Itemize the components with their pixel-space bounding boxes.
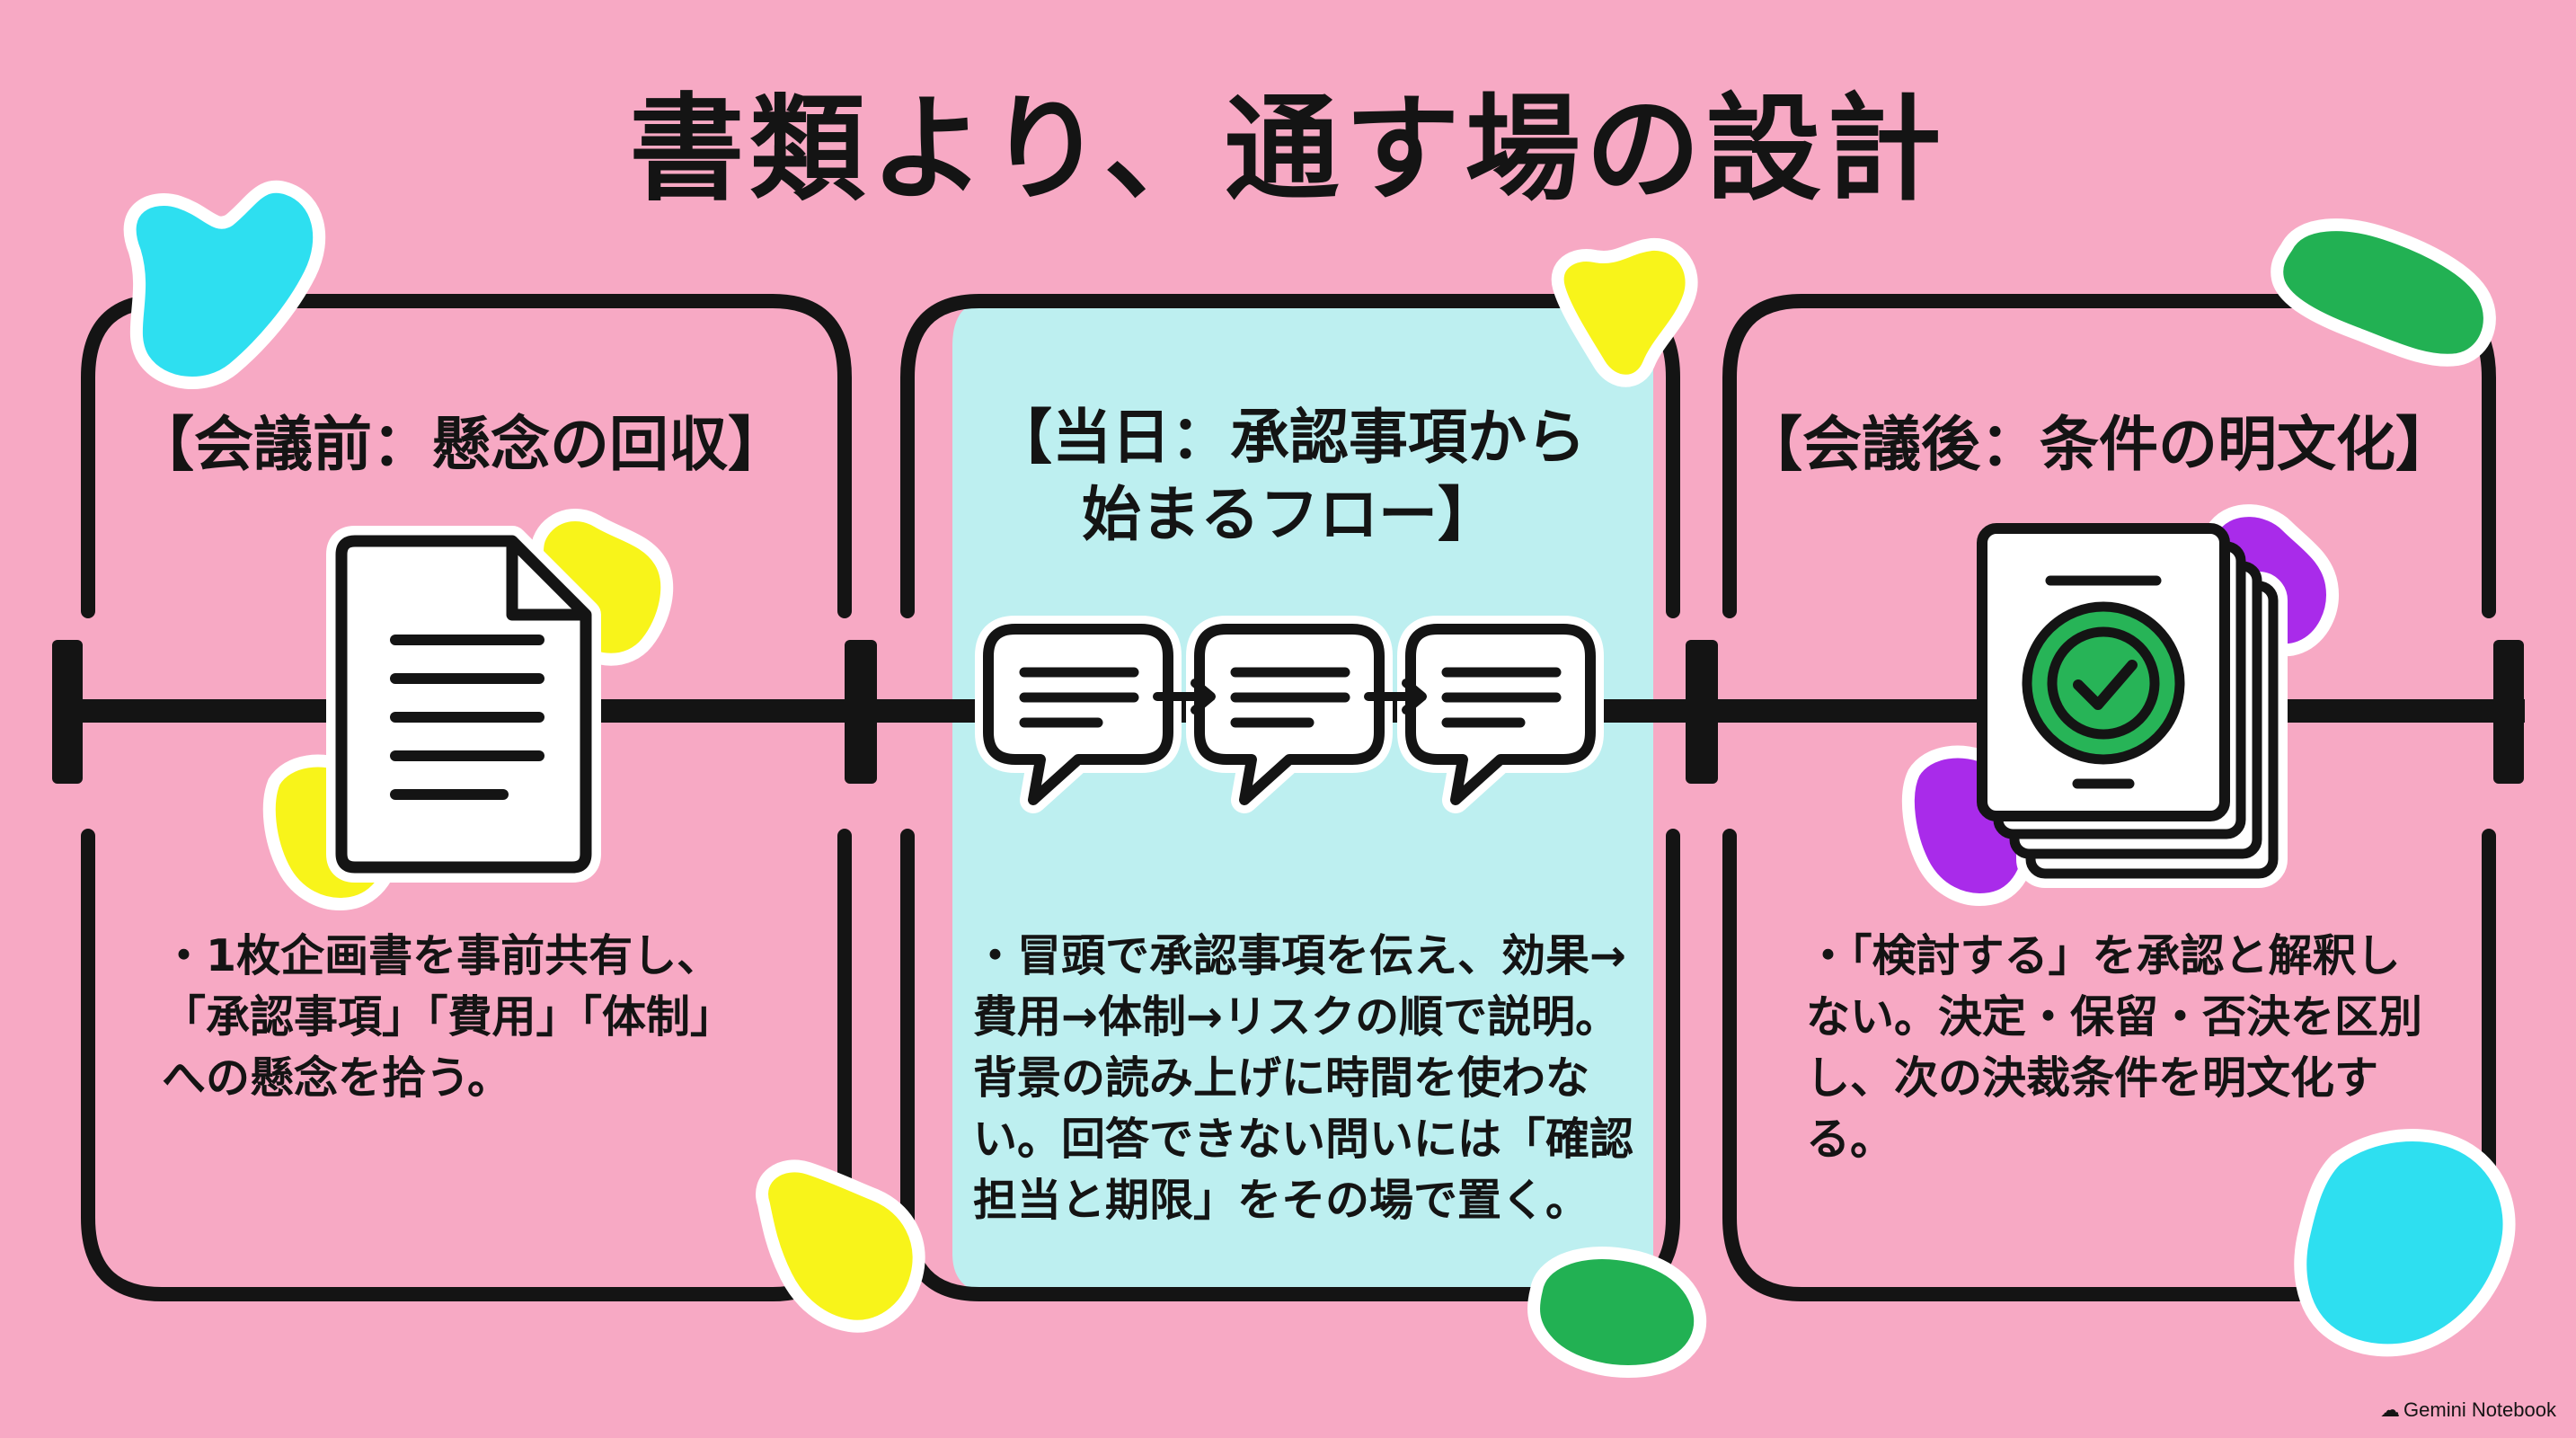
- phase-text-meeting-day: ・冒頭で承認事項を伝え、効果→ 費用→体制→リスクの順で説明。 背景の読み上げに…: [973, 930, 1634, 1226]
- check-badge: [2022, 601, 2185, 765]
- chat-flow-icon: [975, 616, 1604, 813]
- phase-title-meeting-day: 【当日：承認事項から 始まるフロー】: [993, 403, 1586, 549]
- watermark-text: Gemini Notebook: [2403, 1398, 2556, 1421]
- document-icon: [326, 526, 601, 883]
- green-blob-bottom-middle: [1527, 1247, 1707, 1378]
- arrow-icon: [1153, 679, 1427, 715]
- watermark: ☁Gemini Notebook: [2380, 1398, 2556, 1422]
- phase-title-before-meeting: 【会議前：懸念の回収】: [135, 410, 787, 479]
- phase-title-after-meeting: 【会議後：条件の明文化】: [1743, 410, 2455, 479]
- yellow-blob-top-middle: [1551, 237, 1698, 387]
- chat-bubble-2: [1186, 616, 1393, 813]
- main-title: 書類より、通す場の設計: [629, 83, 1947, 217]
- phase-text-before-meeting: ・1枚企画書を事前共有し、 「承認事項」「費用」「体制」 への懸念を拾う。: [162, 930, 735, 1104]
- chat-bubble-3: [1397, 616, 1604, 813]
- cyan-blob-bottom-right: [2294, 1129, 2516, 1357]
- chat-bubble-1: [975, 616, 1182, 813]
- approved-document-icon: [1977, 523, 2288, 888]
- phase-text-after-meeting: ・「検討する」を承認と解釈し ない。決定・保留・否決を区別 し、次の決裁条件を明…: [1806, 930, 2423, 1165]
- green-blob-top-right: [2271, 218, 2496, 367]
- gemini-notebook-logo-icon: ☁: [2380, 1398, 2401, 1421]
- yellow-blob-bottom-left: [756, 1159, 925, 1333]
- cyan-blob-top-left: [123, 180, 326, 389]
- middle-panel: [952, 301, 1653, 1294]
